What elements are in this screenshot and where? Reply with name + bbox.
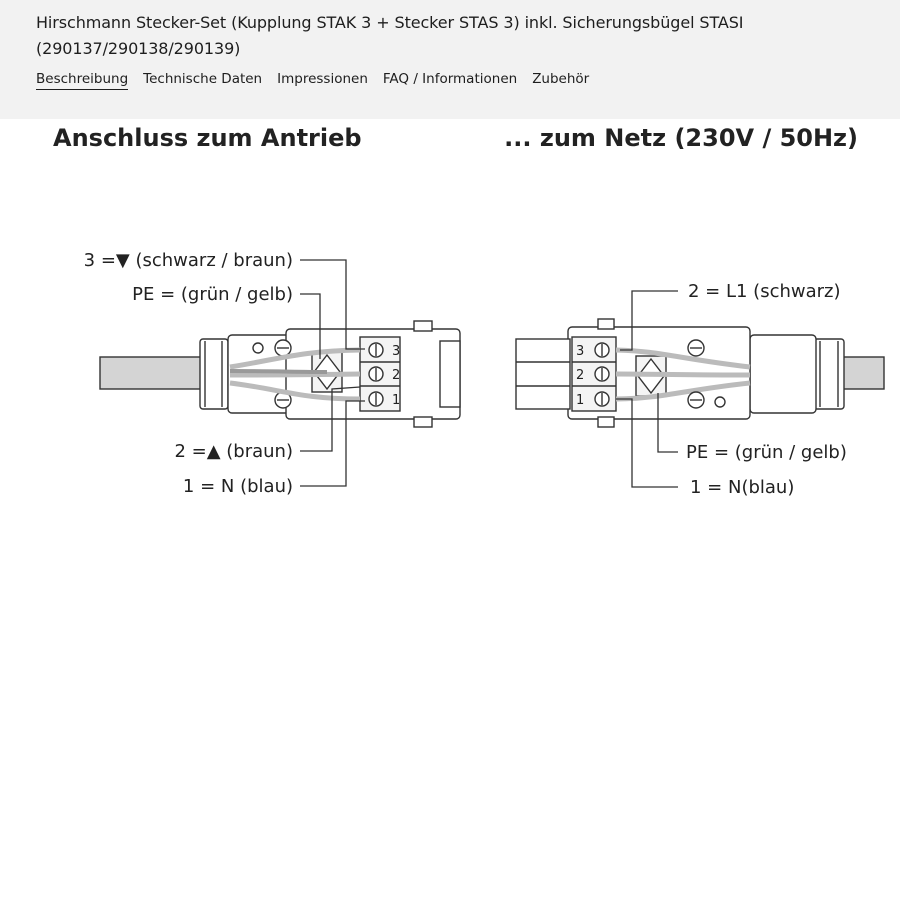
product-header: Hirschmann Stecker-Set (Kupplung STAK 3 … bbox=[0, 0, 900, 119]
left-leader-lines bbox=[300, 259, 365, 487]
right-heading: ... zum Netz (230V / 50Hz) bbox=[504, 124, 858, 152]
tab-zubehoer[interactable]: Zubehör bbox=[532, 71, 590, 87]
right-plug-pins bbox=[515, 338, 571, 410]
left-connector bbox=[99, 320, 461, 428]
tab-faq-informationen[interactable]: FAQ / Informationen bbox=[382, 71, 518, 87]
right-label-pe: PE = (grün / gelb) bbox=[686, 442, 847, 463]
left-label-1: 1 = N (blau) bbox=[183, 476, 293, 497]
tab-bar: Beschreibung Technische Daten Impression… bbox=[36, 71, 604, 90]
right-label-1: 1 = N(blau) bbox=[690, 477, 794, 498]
tab-beschreibung[interactable]: Beschreibung bbox=[36, 71, 129, 90]
right-leader-lines bbox=[616, 290, 678, 488]
tab-technische-daten[interactable]: Technische Daten bbox=[143, 71, 263, 87]
right-term-num-3: 3 bbox=[576, 344, 584, 359]
wiring-diagram-svg: Anschluss zum Antrieb ... zum Netz (230V… bbox=[53, 124, 885, 498]
left-heading: Anschluss zum Antrieb bbox=[53, 124, 362, 152]
left-term-num-2: 2 bbox=[392, 368, 400, 383]
left-cable bbox=[99, 356, 203, 390]
right-connector bbox=[515, 318, 885, 428]
left-term-num-3: 3 bbox=[392, 344, 400, 359]
tab-impressionen[interactable]: Impressionen bbox=[277, 71, 368, 87]
right-cable bbox=[841, 356, 885, 390]
product-title: Hirschmann Stecker-Set (Kupplung STAK 3 … bbox=[36, 13, 744, 58]
left-gland-nut bbox=[199, 338, 229, 410]
right-gland-nut bbox=[813, 338, 845, 410]
right-term-num-2: 2 bbox=[576, 368, 584, 383]
left-label-2: 2 =▲ (braun) bbox=[174, 441, 293, 462]
left-label-pe: PE = (grün / gelb) bbox=[132, 284, 293, 305]
wiring-diagram: Anschluss zum Antrieb ... zum Netz (230V… bbox=[0, 119, 900, 519]
left-label-3: 3 =▼ (schwarz / braun) bbox=[84, 250, 293, 271]
right-label-2: 2 = L1 (schwarz) bbox=[688, 281, 841, 302]
left-term-num-1: 1 bbox=[392, 393, 400, 408]
right-term-num-1: 1 bbox=[576, 393, 584, 408]
